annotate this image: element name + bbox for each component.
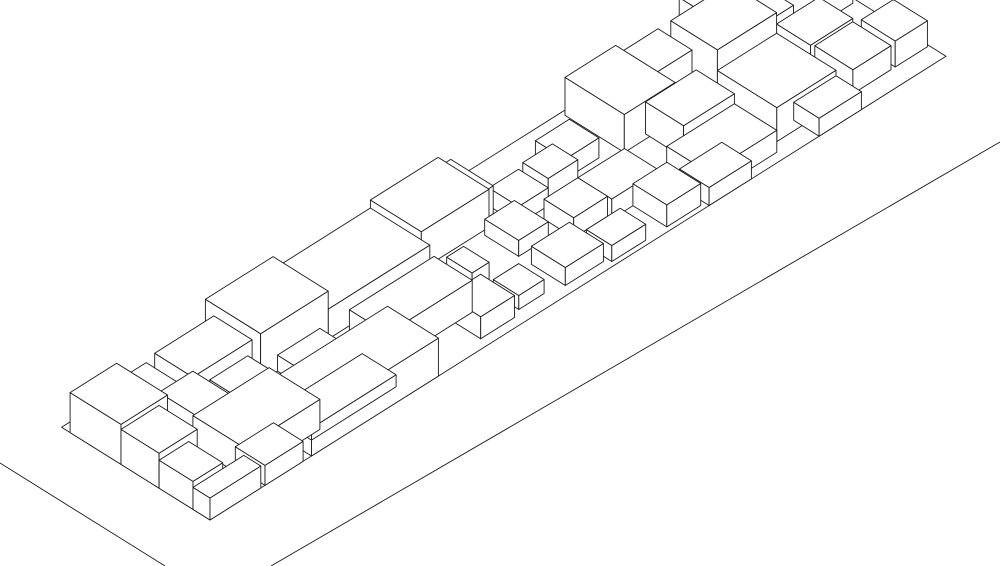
building bbox=[530, 221, 604, 286]
building-roof bbox=[530, 221, 604, 268]
building-roof bbox=[585, 207, 647, 246]
building-roof bbox=[543, 177, 608, 219]
building-roof bbox=[814, 21, 892, 71]
building-roof bbox=[192, 367, 321, 448]
building-roof bbox=[645, 69, 735, 127]
building-roof bbox=[234, 422, 304, 466]
building-roof bbox=[666, 103, 778, 174]
building-roof bbox=[192, 454, 262, 499]
building-roof bbox=[679, 141, 752, 188]
building-roof bbox=[492, 263, 545, 296]
building-roof bbox=[204, 256, 329, 335]
building-roof bbox=[632, 161, 702, 206]
building bbox=[192, 454, 262, 521]
building bbox=[632, 161, 702, 228]
building-roof bbox=[716, 32, 837, 109]
building-roof bbox=[369, 156, 490, 233]
building-roof bbox=[158, 441, 224, 482]
building-roof bbox=[670, 0, 778, 51]
building-roof bbox=[860, 0, 928, 42]
building-roof bbox=[120, 404, 198, 454]
building-roof bbox=[446, 245, 490, 274]
building-roof bbox=[154, 315, 253, 378]
building-roof bbox=[776, 0, 854, 46]
building-roof bbox=[488, 168, 549, 207]
building-roof bbox=[564, 44, 676, 115]
building-roof bbox=[793, 75, 862, 119]
street-edge-left bbox=[0, 462, 166, 566]
building-roof bbox=[69, 362, 168, 425]
buildings bbox=[69, 0, 928, 521]
building-roof bbox=[522, 143, 579, 179]
building-roof bbox=[484, 200, 549, 241]
building bbox=[793, 75, 862, 137]
street-edge-right bbox=[270, 141, 1000, 566]
